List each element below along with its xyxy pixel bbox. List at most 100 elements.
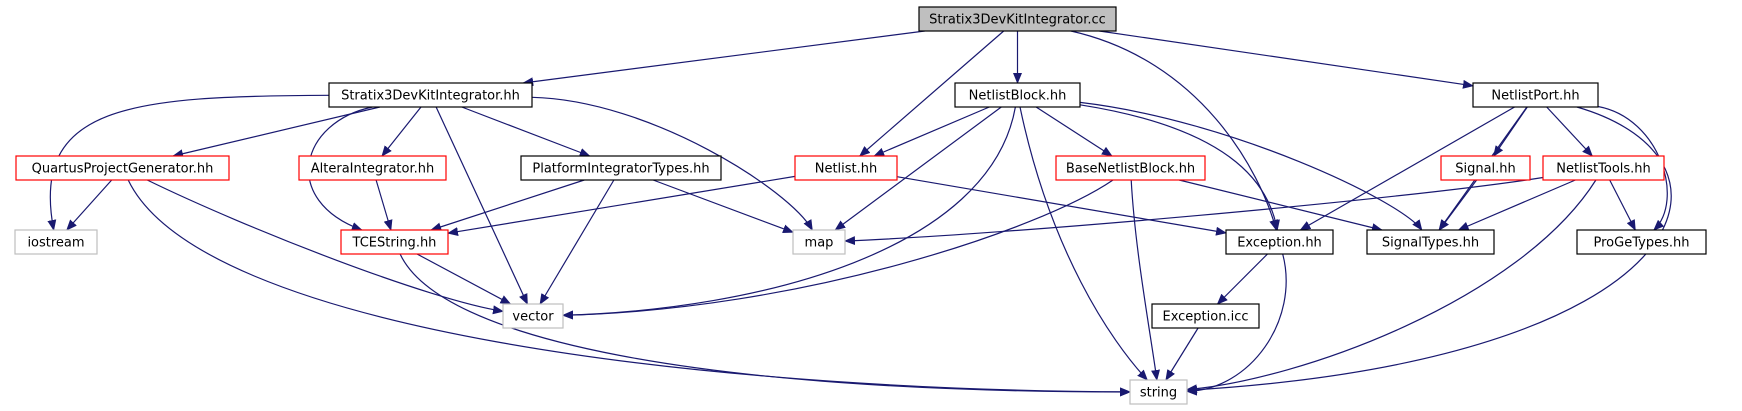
edge-nlb-to-bnb [1035,106,1113,157]
node-box [520,155,722,181]
edge-bnb-to-vec [562,179,1114,320]
node-label: BaseNetlistBlock.hh [1066,162,1195,177]
node-nlp[interactable]: NetlistPort.hh [1472,82,1599,108]
edge-nlb-to-nl [873,106,990,157]
edge-nlp-to-nlt [1546,106,1593,157]
edge-line [652,179,794,234]
edge-pit-to-map [652,179,794,234]
nodes-layer: Stratix3DevKitIntegrator.ccStratix3DevKi… [14,6,1707,405]
node-label: map [805,236,834,251]
edge-line [522,30,925,87]
node-box [918,6,1117,32]
node-pit[interactable]: PlatformIntegratorTypes.hh [520,155,722,181]
edge-line [435,106,528,305]
edges-layer [47,30,1672,397]
edge-line [1457,179,1576,231]
node-label: SignalTypes.hh [1382,236,1479,251]
node-ai[interactable]: AlteraIntegrator.hh [298,155,447,181]
node-label: Exception.icc [1162,310,1248,325]
node-sig[interactable]: Signal.hh [1440,155,1531,181]
edge-line [1186,106,1672,395]
node-nlb[interactable]: NetlistBlock.hh [954,82,1081,108]
edge-line [1216,253,1268,305]
node-s3hh[interactable]: Stratix3DevKitIntegrator.hh [328,82,533,108]
node-qpg[interactable]: QuartusProjectGenerator.hh [15,155,230,181]
edge-line [1099,30,1474,89]
node-label: Exception.hh [1237,236,1322,251]
node-label: Signal.hh [1455,162,1516,177]
node-box [1055,155,1206,181]
node-nlt[interactable]: NetlistTools.hh [1542,155,1665,181]
edge-nlb-to-exc [1079,104,1280,231]
node-label: vector [512,310,554,325]
node-label: NetlistTools.hh [1556,162,1651,177]
edge-line [399,253,1131,397]
node-icc[interactable]: Exception.icc [1151,303,1260,329]
edge-ai-to-tce [375,179,393,231]
edge-qpg-to-str [127,179,1131,397]
edge-s3hh-to-ai [381,106,422,157]
edge-qpg-to-ios [66,179,113,231]
edge-line [146,179,504,315]
edge-line [1130,179,1160,381]
node-label: NetlistBlock.hh [969,89,1067,104]
edge-tce-to-vec [416,253,512,305]
node-box [15,155,230,181]
node-root[interactable]: Stratix3DevKitIntegrator.cc [918,6,1117,32]
node-bnb[interactable]: BaseNetlistBlock.hh [1055,155,1206,181]
node-nl[interactable]: Netlist.hh [794,155,898,181]
edge-line [1438,179,1478,231]
edge-bnb-to-str [1130,179,1160,381]
node-box [1225,229,1334,255]
node-box [340,229,449,255]
edge-s3hh-to-qpg [172,106,381,159]
edge-pit-to-tce [430,179,585,232]
edge-pit-to-vec [539,179,615,305]
edge-exc-to-str [1186,253,1287,396]
node-box [14,229,98,255]
edge-line [1019,106,1148,381]
edge-line [562,179,1114,320]
node-box [1576,229,1707,255]
node-label: TCEString.hh [352,236,437,251]
edge-line [47,94,330,231]
edge-root-to-nlp [1099,30,1474,89]
edge-line [375,179,393,231]
node-map[interactable]: map [792,229,846,255]
node-ios[interactable]: iostream [14,229,98,255]
edge-line [461,106,591,157]
edge-nlb-to-vec [562,106,1016,320]
edge-line [1165,327,1199,381]
edge-line [1178,179,1383,232]
node-st[interactable]: SignalTypes.hh [1366,229,1495,255]
node-label: Stratix3DevKitIntegrator.cc [929,13,1106,28]
node-tce[interactable]: TCEString.hh [340,229,449,255]
node-label: NetlistPort.hh [1491,89,1579,104]
node-box [954,82,1081,108]
node-pgt[interactable]: ProGeTypes.hh [1576,229,1707,255]
edge-line [834,106,1002,231]
node-label: Netlist.hh [815,162,878,177]
node-label: AlteraIntegrator.hh [311,162,434,177]
edge-nl-to-exc [896,176,1227,236]
edge-s3hh-to-pit [461,106,591,157]
edge-line [1609,179,1636,231]
node-exc[interactable]: Exception.hh [1225,229,1334,255]
edge-line [562,106,1016,320]
node-box [794,155,898,181]
edge-line [873,106,990,157]
edge-nlb-to-str [1019,106,1148,381]
edge-line [416,253,512,305]
edge-nlt-to-st [1457,179,1576,231]
edge-line [430,179,585,232]
node-label: PlatformIntegratorTypes.hh [532,162,709,177]
node-vec[interactable]: vector [502,303,564,329]
node-label: Stratix3DevKitIntegrator.hh [341,89,520,104]
edge-root-to-exc [1070,30,1279,231]
edge-nlb-to-map [834,106,1002,231]
node-str[interactable]: string [1129,379,1188,405]
edge-tce-to-str [399,253,1131,397]
node-box [1440,155,1531,181]
edge-root-to-s3hh [522,30,925,87]
